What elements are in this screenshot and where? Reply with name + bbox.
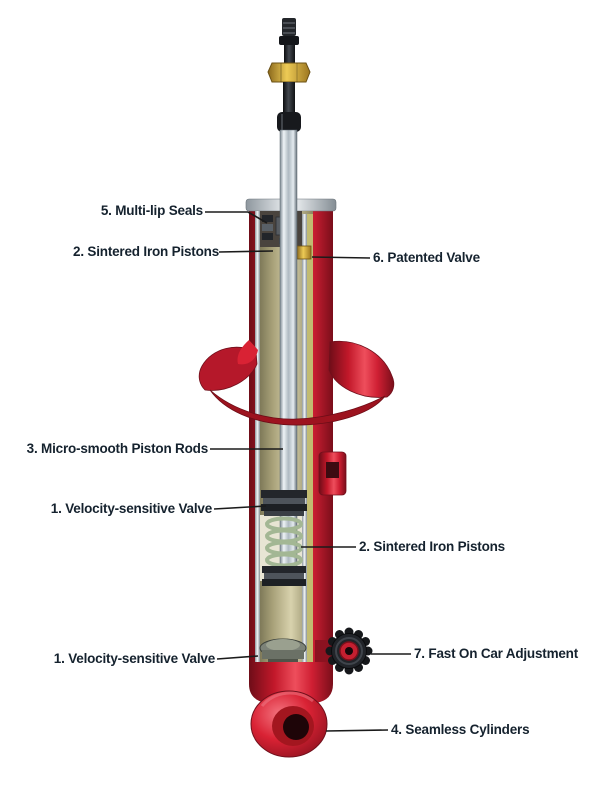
label-sintered-iron-pistons-top: 2. Sintered Iron Pistons	[73, 244, 219, 259]
label-seamless-cylinders: 4. Seamless Cylinders	[391, 722, 530, 737]
hex-nut	[267, 62, 311, 83]
label-multi-lip-seals: 5. Multi-lip Seals	[100, 203, 203, 218]
upper-piston	[261, 490, 307, 516]
lower-piston	[262, 566, 306, 586]
label-velocity-sensitive-valve-lower: 1. Velocity-sensitive Valve	[53, 651, 215, 666]
base-valve	[259, 638, 307, 665]
label-sintered-iron-pistons-mid: 2. Sintered Iron Pistons	[359, 539, 505, 554]
label-fast-on-car-adjustment: 7. Fast On Car Adjustment	[414, 646, 579, 661]
side-bracket	[318, 451, 347, 496]
leader-lines	[205, 211, 411, 732]
label-velocity-sensitive-valve-upper: 1. Velocity-sensitive Valve	[50, 501, 212, 516]
spring-seat	[198, 340, 395, 426]
piston-rod-tip	[279, 18, 299, 64]
piston-rod-upper	[277, 82, 301, 132]
label-micro-smooth-piston-rods: 3. Micro-smooth Piston Rods	[26, 441, 209, 456]
bottom-mount	[249, 662, 333, 758]
adjuster-knob	[315, 627, 373, 675]
coil-spring	[265, 516, 303, 568]
label-patented-valve: 6. Patented Valve	[373, 250, 480, 265]
patented-valve	[296, 245, 312, 260]
